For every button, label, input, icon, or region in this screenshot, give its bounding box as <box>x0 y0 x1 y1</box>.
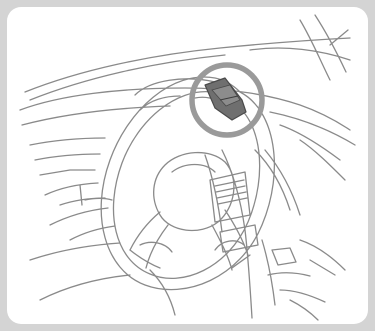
left-lower-dash <box>30 199 175 316</box>
illustration-panel <box>7 7 368 324</box>
center-console <box>210 150 345 320</box>
dashboard <box>20 88 355 225</box>
windshield-lines <box>25 15 350 100</box>
car-interior-illustration <box>7 7 368 324</box>
column-lever-icon <box>205 78 246 120</box>
